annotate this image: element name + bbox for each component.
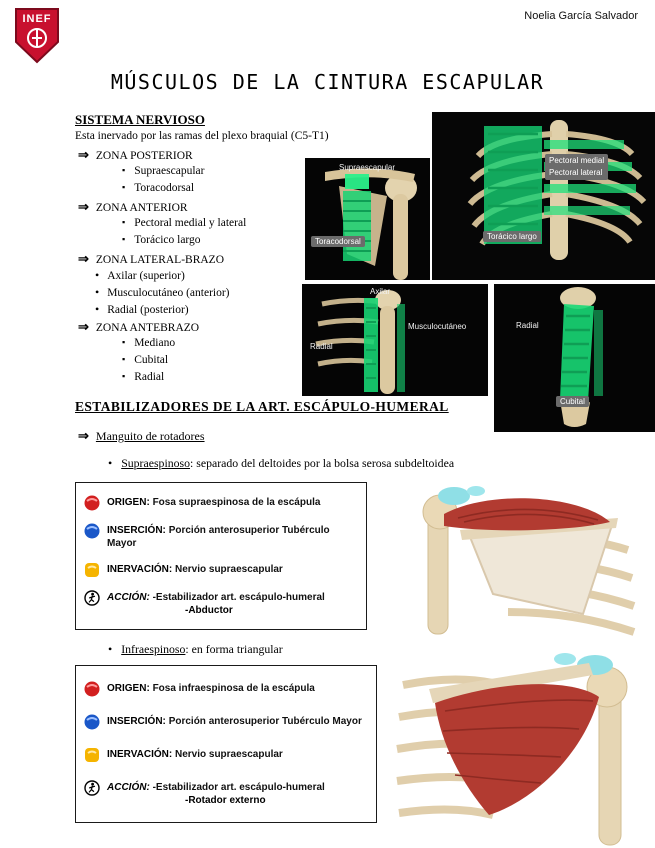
zone-antebrazo: ZONA ANTEBRAZO [78, 319, 199, 335]
figure-label-cubital: Cubital [556, 396, 589, 407]
inervacion-value: Nervio supraescapular [174, 564, 283, 575]
inervacion-label: INERVACIÓN: [107, 564, 173, 575]
infraespinoso-desc: : en forma triangular [185, 642, 283, 656]
figure-zona-antebrazo: Radial Cubital [494, 284, 655, 432]
accion-value2: -Rotador externo [185, 794, 266, 806]
supraespinoso-name: Supraespinoso [121, 456, 191, 470]
insercion-row: INSERCIÓN: Porción anterosuperior Tubérc… [84, 714, 368, 730]
origen-label: ORIGEN: [107, 682, 150, 694]
insercion-label: INSERCIÓN: [107, 715, 166, 727]
accion-value: -Estabilizador art. escápulo-humeral [152, 782, 325, 794]
info-box-supraespinoso: ORIGEN: Fosa supraespinosa de la escápul… [75, 482, 367, 630]
supraespinoso-line: Supraespinoso: separado del deltoides po… [108, 456, 454, 471]
antebrazo-anatomy-illustration [494, 284, 655, 432]
figure-zona-brazo: Axilar Musculocutáneo Radial [302, 284, 488, 396]
nerve-item: Torácico largo [122, 234, 200, 246]
logo-text: INEF [22, 13, 52, 25]
insercion-value: Porción anterosuperior Tubérculo Mayor [107, 525, 330, 549]
insercion-label: INSERCIÓN: [107, 525, 166, 536]
nerve-item: Supraescapular [122, 165, 204, 177]
inervacion-row: INERVACIÓN: Nervio supraescapular [84, 747, 368, 763]
figure-zona-posterior: Supraescapular Toracodorsal [305, 158, 430, 280]
inervacion-value: Nervio supraescapular [174, 749, 283, 761]
info-box-infraespinoso: ORIGEN: Fosa infraespinosa de la escápul… [75, 665, 377, 823]
zone-anterior: ZONA ANTERIOR [78, 199, 188, 215]
accion-runner-icon [84, 780, 100, 797]
manguito-line: Manguito de rotadores [78, 428, 205, 444]
zone-antebrazo-label: ZONA ANTEBRAZO [95, 322, 200, 334]
figure-label-pectoral-medial: Pectoral medial [549, 156, 605, 165]
nerve-item: Cubital [122, 354, 168, 366]
figure-label-radial-brazo: Radial [310, 342, 333, 351]
figure-label-axilar: Axilar [370, 287, 391, 296]
origen-icon [84, 495, 100, 511]
author-name: Noelia García Salvador [524, 10, 638, 22]
infraespinoso-name: Infraespinoso [121, 642, 186, 656]
zone-posterior: ZONA POSTERIOR [78, 147, 193, 163]
accion-row: ACCIÓN: -Estabilizador art. escápulo-hum… [84, 780, 368, 807]
zone-anterior-label: ZONA ANTERIOR [95, 202, 188, 214]
insercion-value: Porción anterosuperior Tubérculo Mayor [168, 715, 362, 727]
infraspinatus-illustration [393, 645, 655, 848]
nervioso-intro: Esta inervado por las ramas del plexo br… [75, 130, 329, 142]
origen-icon [84, 681, 100, 697]
nerve-item: Radial (posterior) [95, 302, 188, 317]
zone-posterior-label: ZONA POSTERIOR [95, 150, 193, 162]
inef-shield-icon [15, 8, 59, 64]
figure-label-pectoral-lateral: Pectoral lateral [549, 168, 603, 177]
posterior-anatomy-illustration [305, 158, 430, 280]
figure-infraespinoso [393, 645, 655, 848]
origen-label: ORIGEN: [107, 497, 150, 508]
inervacion-icon [85, 563, 99, 577]
origen-value: Fosa supraespinosa de la escápula [152, 497, 321, 508]
page-title: MÚSCULOS DE LA CINTURA ESCAPULAR [110, 70, 545, 94]
nerve-item: Axilar (superior) [95, 268, 185, 283]
origen-row: ORIGEN: Fosa supraespinosa de la escápul… [84, 495, 358, 511]
heading-estabilizadores: ESTABILIZADORES DE LA ART. ESCÁPULO-HUME… [75, 399, 449, 414]
inef-logo: INEF [14, 8, 60, 64]
inervacion-label: INERVACIÓN: [107, 749, 173, 761]
manguito-label: Manguito de rotadores [95, 429, 205, 443]
inervacion-icon [85, 748, 99, 763]
figure-label-radial-antebrazo: Radial [516, 321, 539, 330]
accion-value2: -Abductor [185, 604, 233, 616]
zone-lateral-brazo: ZONA LATERAL-BRAZO [78, 251, 224, 267]
figure-label-musculocutaneo: Musculocutáneo [408, 322, 467, 331]
figure-supraespinoso [398, 474, 643, 637]
accion-runner-icon [84, 590, 100, 606]
origen-value: Fosa infraespinosa de la escápula [152, 682, 315, 694]
nerve-item: Toracodorsal [122, 182, 194, 194]
inervacion-row: INERVACIÓN: Nervio supraescapular [84, 562, 358, 578]
infraespinoso-line: Infraespinoso: en forma triangular [108, 642, 283, 657]
figure-label-toracico-largo: Torácico largo [483, 231, 541, 242]
nerve-item: Radial [122, 371, 164, 383]
zone-lateral-brazo-label: ZONA LATERAL-BRAZO [95, 254, 224, 266]
accion-label: ACCIÓN: [107, 592, 150, 603]
anterior-anatomy-illustration [432, 112, 655, 280]
accion-value: -Estabilizador art. escápulo-humeral [152, 592, 325, 603]
figure-label-supraescapular: Supraescapular [339, 163, 396, 172]
accion-row: ACCIÓN: -Estabilizador art. escápulo-hum… [84, 590, 358, 617]
supraespinoso-desc: : separado del deltoides por la bolsa se… [190, 456, 455, 470]
figure-label-toracodorsal: Toracodorsal [311, 236, 365, 247]
heading-sistema-nervioso: SISTEMA NERVIOSO [75, 112, 205, 127]
supraspinatus-illustration [398, 474, 643, 637]
brazo-anatomy-illustration [302, 284, 488, 396]
accion-label: ACCIÓN: [107, 782, 150, 794]
origen-row: ORIGEN: Fosa infraespinosa de la escápul… [84, 681, 368, 697]
nerve-item: Pectoral medial y lateral [122, 217, 246, 229]
nerve-item: Mediano [122, 337, 175, 349]
nerve-item: Musculocutáneo (anterior) [95, 285, 229, 300]
insercion-icon [84, 523, 100, 539]
insercion-row: INSERCIÓN: Porción anterosuperior Tubérc… [84, 523, 358, 550]
insercion-icon [84, 714, 100, 730]
